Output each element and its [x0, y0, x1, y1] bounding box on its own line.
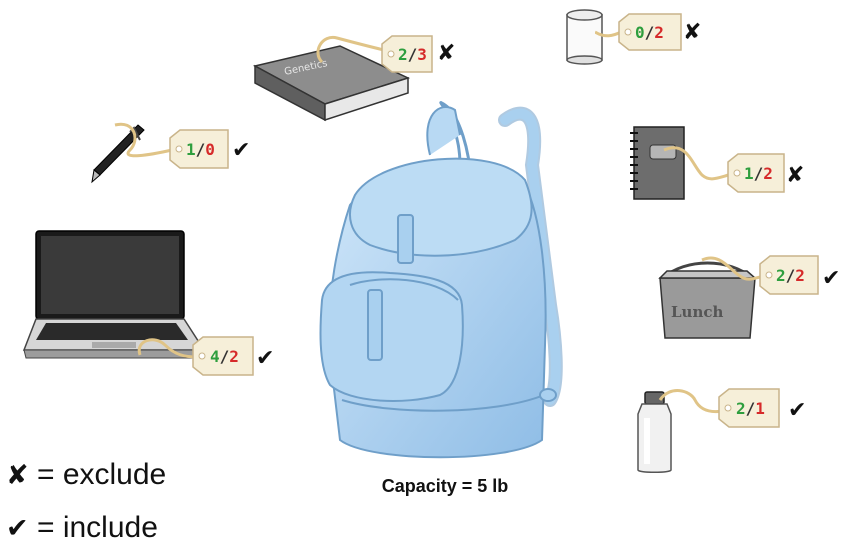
weight-value: 1	[186, 140, 196, 159]
include-mark: ✔	[822, 266, 841, 291]
weight-value: 1	[744, 164, 754, 183]
book-icon: Genetics	[252, 45, 411, 122]
include-mark: ✔	[788, 398, 807, 423]
lunchbox-label: Lunch	[671, 303, 723, 321]
svg-text:2/3: 2/3	[398, 45, 427, 64]
value-value: 1	[755, 399, 765, 418]
weight-value: 2	[776, 266, 786, 285]
pen-icon	[91, 124, 145, 184]
value-value: 0	[205, 140, 215, 159]
notebook-price-tag: 1/2	[663, 146, 785, 193]
laptop-icon	[22, 230, 206, 359]
backpack-icon	[319, 101, 563, 459]
candle-price-tag: 0/2	[595, 13, 682, 51]
svg-text:0/2: 0/2	[635, 23, 664, 42]
exclude-mark: ✘	[683, 20, 702, 45]
exclude-legend-icon: ✘	[6, 460, 29, 491]
water-bottle-icon	[637, 391, 672, 473]
include-mark: ✔	[232, 138, 251, 163]
weight-value: 2	[736, 399, 746, 418]
legend-exclude-text: = exclude	[28, 458, 167, 491]
value-value: 2	[229, 347, 239, 366]
value-value: 2	[654, 23, 664, 42]
include-legend-icon: ✔	[6, 513, 29, 544]
svg-text:4/2: 4/2	[210, 347, 239, 366]
svg-text:1/2: 1/2	[744, 164, 773, 183]
exclude-mark: ✘	[437, 41, 456, 66]
water-bottle-price-tag: 2/1	[658, 388, 780, 428]
candle-icon	[566, 9, 603, 65]
value-value: 2	[795, 266, 805, 285]
legend-include-text: = include	[28, 511, 158, 544]
pen-price-tag: 1/0	[114, 122, 229, 169]
notebook-icon	[630, 126, 685, 200]
legend-include: ✔ = include	[6, 513, 158, 543]
svg-text:2/2: 2/2	[776, 266, 805, 285]
include-mark: ✔	[256, 346, 275, 371]
lunchbox-price-tag: 2/2	[701, 255, 819, 295]
laptop-price-tag: 4/2	[137, 336, 254, 376]
exclude-mark: ✘	[786, 163, 805, 188]
lunchbox-icon: Lunch	[658, 261, 757, 339]
svg-text:1/0: 1/0	[186, 140, 215, 159]
weight-value: 4	[210, 347, 220, 366]
capacity-label: Capacity = 5 lb	[381, 476, 509, 496]
weight-value: 0	[635, 23, 645, 42]
legend-exclude: ✘ = exclude	[6, 460, 166, 490]
value-value: 2	[763, 164, 773, 183]
value-value: 3	[417, 45, 427, 64]
weight-value: 2	[398, 45, 408, 64]
svg-text:2/1: 2/1	[736, 399, 765, 418]
book-price-tag: 2/3	[316, 35, 433, 73]
